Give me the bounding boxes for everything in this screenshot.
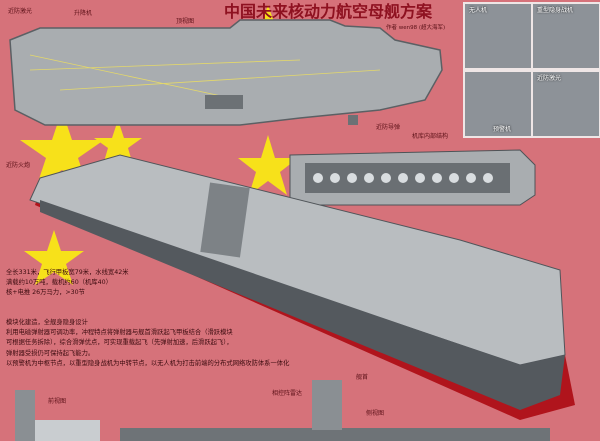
main-carrier-render: [29, 154, 575, 420]
desc-line: 可根据任务拆除），综合滑弹优点，可实现重载起飞（先弹射加速，后滑跃起飞），: [6, 339, 233, 347]
thumbnail-caption: 重型隐身战机: [537, 7, 574, 14]
spec-line: 核+电推 26万马力，>30节: [6, 289, 85, 296]
label-bow: 舰首: [356, 374, 369, 381]
hangar-structure-view: [289, 149, 536, 206]
desc-line: 模块化建造，全舰身隐身设计: [6, 319, 88, 326]
front-view: [15, 390, 100, 441]
label-hangar-structure: 机库内部结构: [412, 133, 449, 140]
star-icon: [238, 135, 298, 195]
thumbnail-ciws-laser: 近防激光: [531, 70, 600, 138]
label-phased-radar: 相控阵雷达: [272, 390, 303, 397]
specifications: 全长331米，飞行甲板宽79米，水线宽42米 满载约10万吨，载机约60（机库4…: [6, 268, 129, 298]
desc-line: 利用电磁弹射器可调功率，冲程特点将弹射器与舰首滑跃起飞甲板结合（滑跃模块: [6, 329, 233, 337]
desc-line: 弹射器受损仍可保持起飞能力。: [6, 349, 95, 357]
design-description: 模块化建造，全舰身隐身设计 利用电磁弹射器可调功率，冲程特点将弹射器与舰首滑跃起…: [6, 318, 289, 369]
label-elevator: 升降机: [74, 10, 93, 17]
label-front-view: 前视图: [48, 398, 67, 405]
label-ciws-laser: 近防激光: [8, 8, 33, 15]
label-ciws-gun: 近防火炮: [6, 162, 31, 169]
spec-line: 全长331米，飞行甲板宽79米，水线宽42米: [6, 269, 129, 276]
desc-line: 以预警机为中枢节点，以重型隐身战机为中转节点，以无人机为打击前端的分布式网络攻防…: [6, 359, 290, 367]
star-icon: [94, 120, 142, 165]
spec-line: 满载约10万吨，载机约60（机库40）: [6, 279, 112, 286]
side-view: [120, 380, 550, 441]
thumbnail-uav: 无人机: [463, 2, 533, 70]
thumbnail-caption: 预警机: [493, 126, 512, 133]
star-icon: [20, 110, 104, 188]
label-ciws-missile: 近防导弹: [376, 124, 401, 131]
label-top-view: 顶视图: [176, 18, 195, 25]
label-side-view: 侧视图: [366, 410, 385, 417]
top-view-deck: [9, 19, 443, 126]
thumbnail-caption: 近防激光: [537, 75, 562, 82]
thumbnail-caption: 无人机: [469, 7, 488, 14]
poster-title: 中国未来核动力航空母舰方案: [224, 2, 433, 21]
thumbnail-aew: 预警机: [463, 70, 533, 138]
author-credit: 作者 wen98 (超大海军): [386, 25, 446, 31]
star-icon: [24, 230, 84, 285]
thumbnail-stealth-fighter: 重型隐身战机: [531, 2, 600, 70]
